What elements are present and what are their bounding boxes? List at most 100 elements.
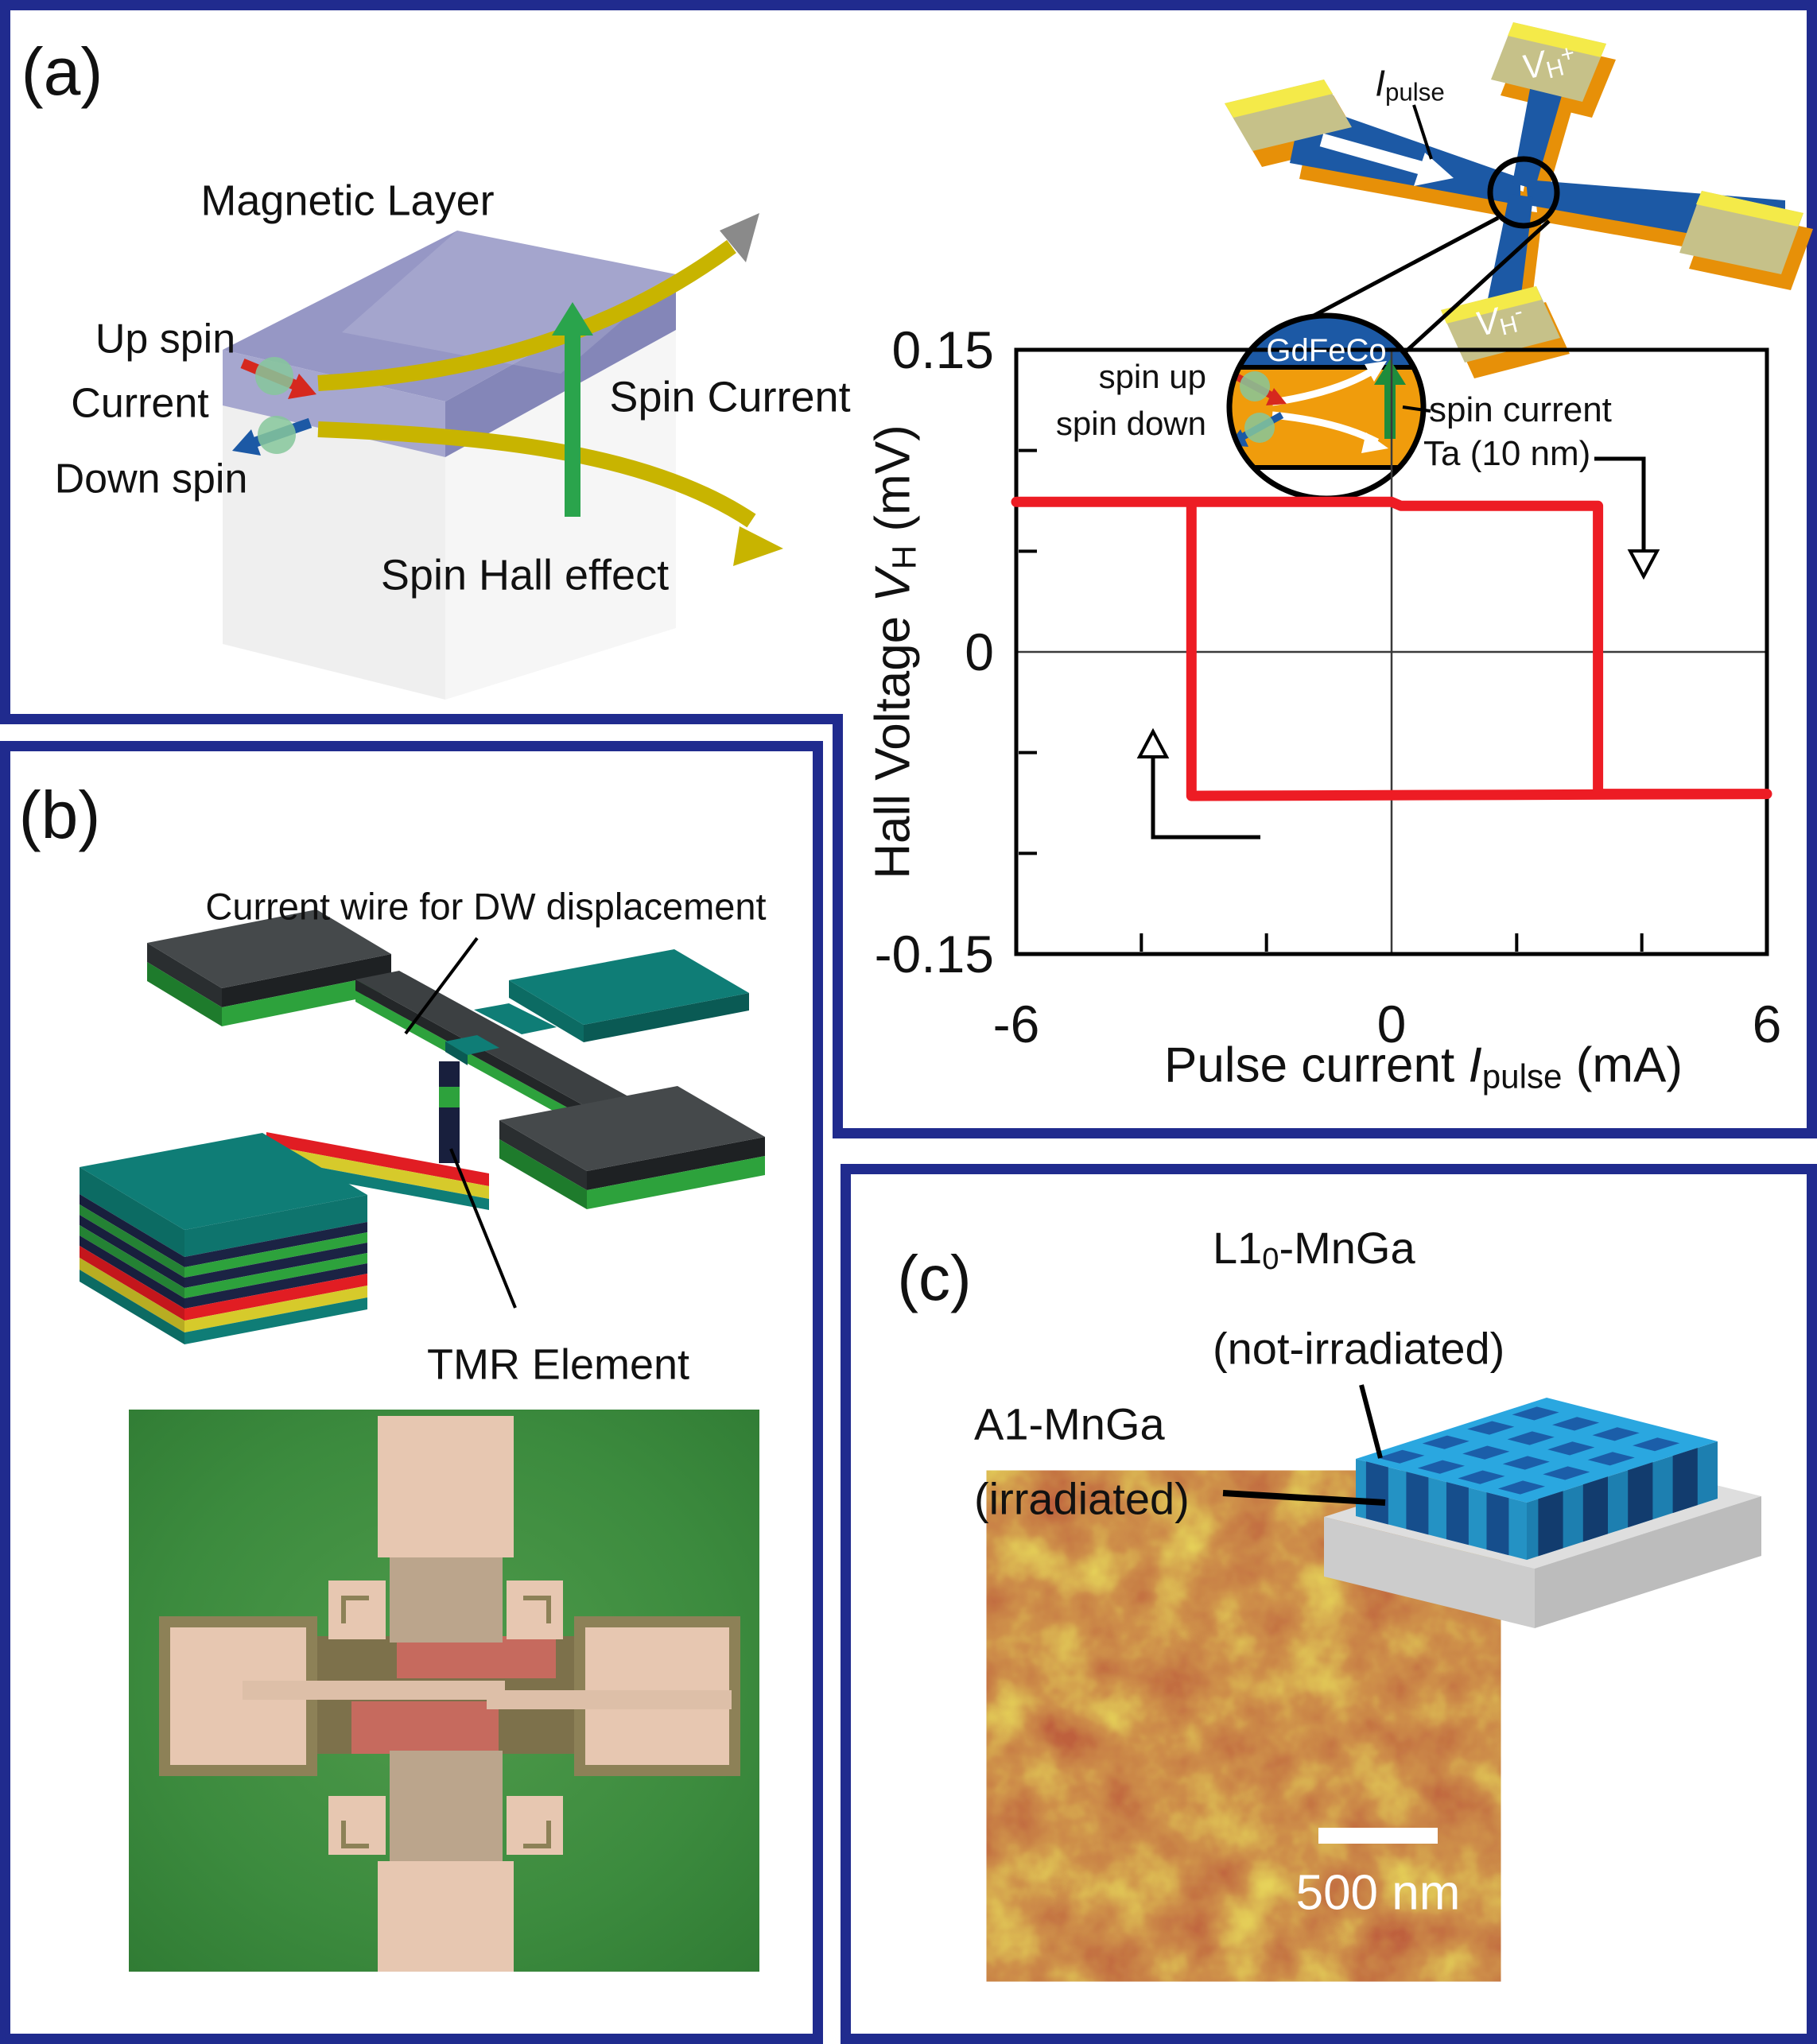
l10-square [1417,1460,1465,1474]
stack-layer-right [184,1232,367,1278]
l10-square [1547,1441,1595,1456]
l10-square [1587,1452,1635,1466]
down-spin-label: Down spin [54,456,248,502]
current-label: Current [71,380,209,427]
l10-note-label: (not-irradiated) [1213,1323,1505,1374]
right-stripe [1628,1462,1653,1528]
l10-square [1633,1437,1680,1452]
inset-spin-current-label: spin current [1429,390,1612,429]
ta-label: Ta (10 nm) [1423,433,1591,473]
a1-leader [1222,1490,1386,1506]
vh-plus-pad [1491,22,1606,102]
teal-pad-top-right [445,949,749,1065]
dark-pad-bottom-right [499,1086,765,1209]
inset-spin-down-label: spin down [1055,404,1206,442]
stack-layer-left [80,1215,184,1288]
stack-layer-left [80,1258,184,1332]
alignment-marks [341,1596,551,1848]
l10-square [1422,1435,1470,1449]
optical-micrograph [129,1410,759,1972]
sweep-up-arrow [1136,727,1260,840]
stack-layer-right [184,1286,367,1332]
stack-layer-right [184,1297,367,1344]
x-axis-title: Pulse current Ipulse (mA) [1163,1038,1683,1096]
stack-layer-right [184,1243,367,1288]
l10-square [1592,1427,1640,1441]
x-tick-label: -6 [992,995,1040,1053]
magnifier-circle [1487,156,1560,229]
wire-label-leader [404,937,479,1035]
right-stripe [1538,1491,1563,1557]
contact-pads [1225,22,1803,363]
ipulse-leader-line [1412,104,1433,160]
panel-c-label: (c) [897,1243,972,1313]
spin-current-label: Spin Current [609,373,851,421]
l10-square [1458,1470,1505,1484]
stack-layer-left [80,1246,184,1321]
down-spin-electron [232,416,313,456]
front-stripe [1406,1472,1429,1535]
stack-layer-right [184,1253,367,1298]
stack-layer-right [184,1263,367,1309]
panel-b-label: (b) [18,777,101,852]
hysteresis-chart [1011,347,1772,956]
tmr-pillar [439,1061,460,1163]
tmr-element-label: TMR Element [426,1340,690,1389]
panel-a-label: (a) [21,33,103,109]
l10-square [1512,1406,1559,1421]
stack-layer-right [184,1195,367,1257]
left-pad [1225,80,1352,151]
up-spin-label: Up spin [95,316,236,363]
l10-square [1507,1431,1555,1445]
scale-bar [1318,1828,1438,1844]
stack-layer-right [184,1274,367,1321]
l10-square [1467,1421,1515,1435]
y-tick-label: -0.15 [874,925,994,983]
scale-bar-label: 500 nm [1295,1865,1461,1921]
stack-layer-left [80,1225,184,1298]
inset-spin-up-label: spin up [1098,357,1206,395]
front-stripe [1446,1482,1469,1546]
spin-current-arrow [552,302,593,517]
sweep-down-arrow [1594,456,1660,580]
up-spin-electron [240,357,316,399]
front-stripe [1365,1461,1388,1525]
y-tick-label: 0.15 [891,320,994,379]
ipulse-label: Ipulse [1375,62,1445,107]
y-axis-title: Hall Voltage VH (mV) [865,425,923,879]
a1-note-label: (irradiated) [974,1473,1190,1524]
spin-hall-effect-label: Spin Hall effect [380,551,670,599]
ipulse-arrow [1319,133,1454,186]
tmr-label-leader [449,1148,517,1309]
x-tick-label: 0 [1376,995,1407,1053]
l10-square [1552,1417,1600,1431]
l10-square [1462,1445,1510,1460]
l10-square [1377,1449,1425,1464]
stack-layer-left [80,1235,184,1309]
mnga-block-schematic [1222,1384,1761,1628]
stack-layer-right [184,1222,367,1267]
electron-path-arrows [317,239,756,528]
stack-layer-left [80,1194,184,1267]
tmr-device-schematic [80,910,765,1344]
stack-layer-left [80,1167,184,1257]
dark-pad-top-left [147,910,391,1026]
x-tick-label: 6 [1752,995,1782,1053]
hall-bar-device [1225,22,1813,378]
right-stripe [1672,1448,1698,1514]
down-path-arrowhead [733,526,783,566]
right-stripe [1582,1476,1608,1542]
current-wire-label: Current wire for DW displacement [205,885,767,928]
stack-layer-left [80,1270,184,1344]
front-stripe [1486,1492,1509,1556]
right-pad [1679,191,1803,274]
magnetic-layer-title: Magnetic Layer [200,176,495,225]
l10-mnga-label: L10-MnGa [1213,1222,1415,1277]
spin-hall-box-diagram [223,213,783,700]
stack-layer-left [80,1204,184,1278]
y-tick-label: 0 [965,623,994,681]
hysteresis-loop [1011,496,1772,801]
gdfeco-label: GdFeCo [1266,333,1387,368]
